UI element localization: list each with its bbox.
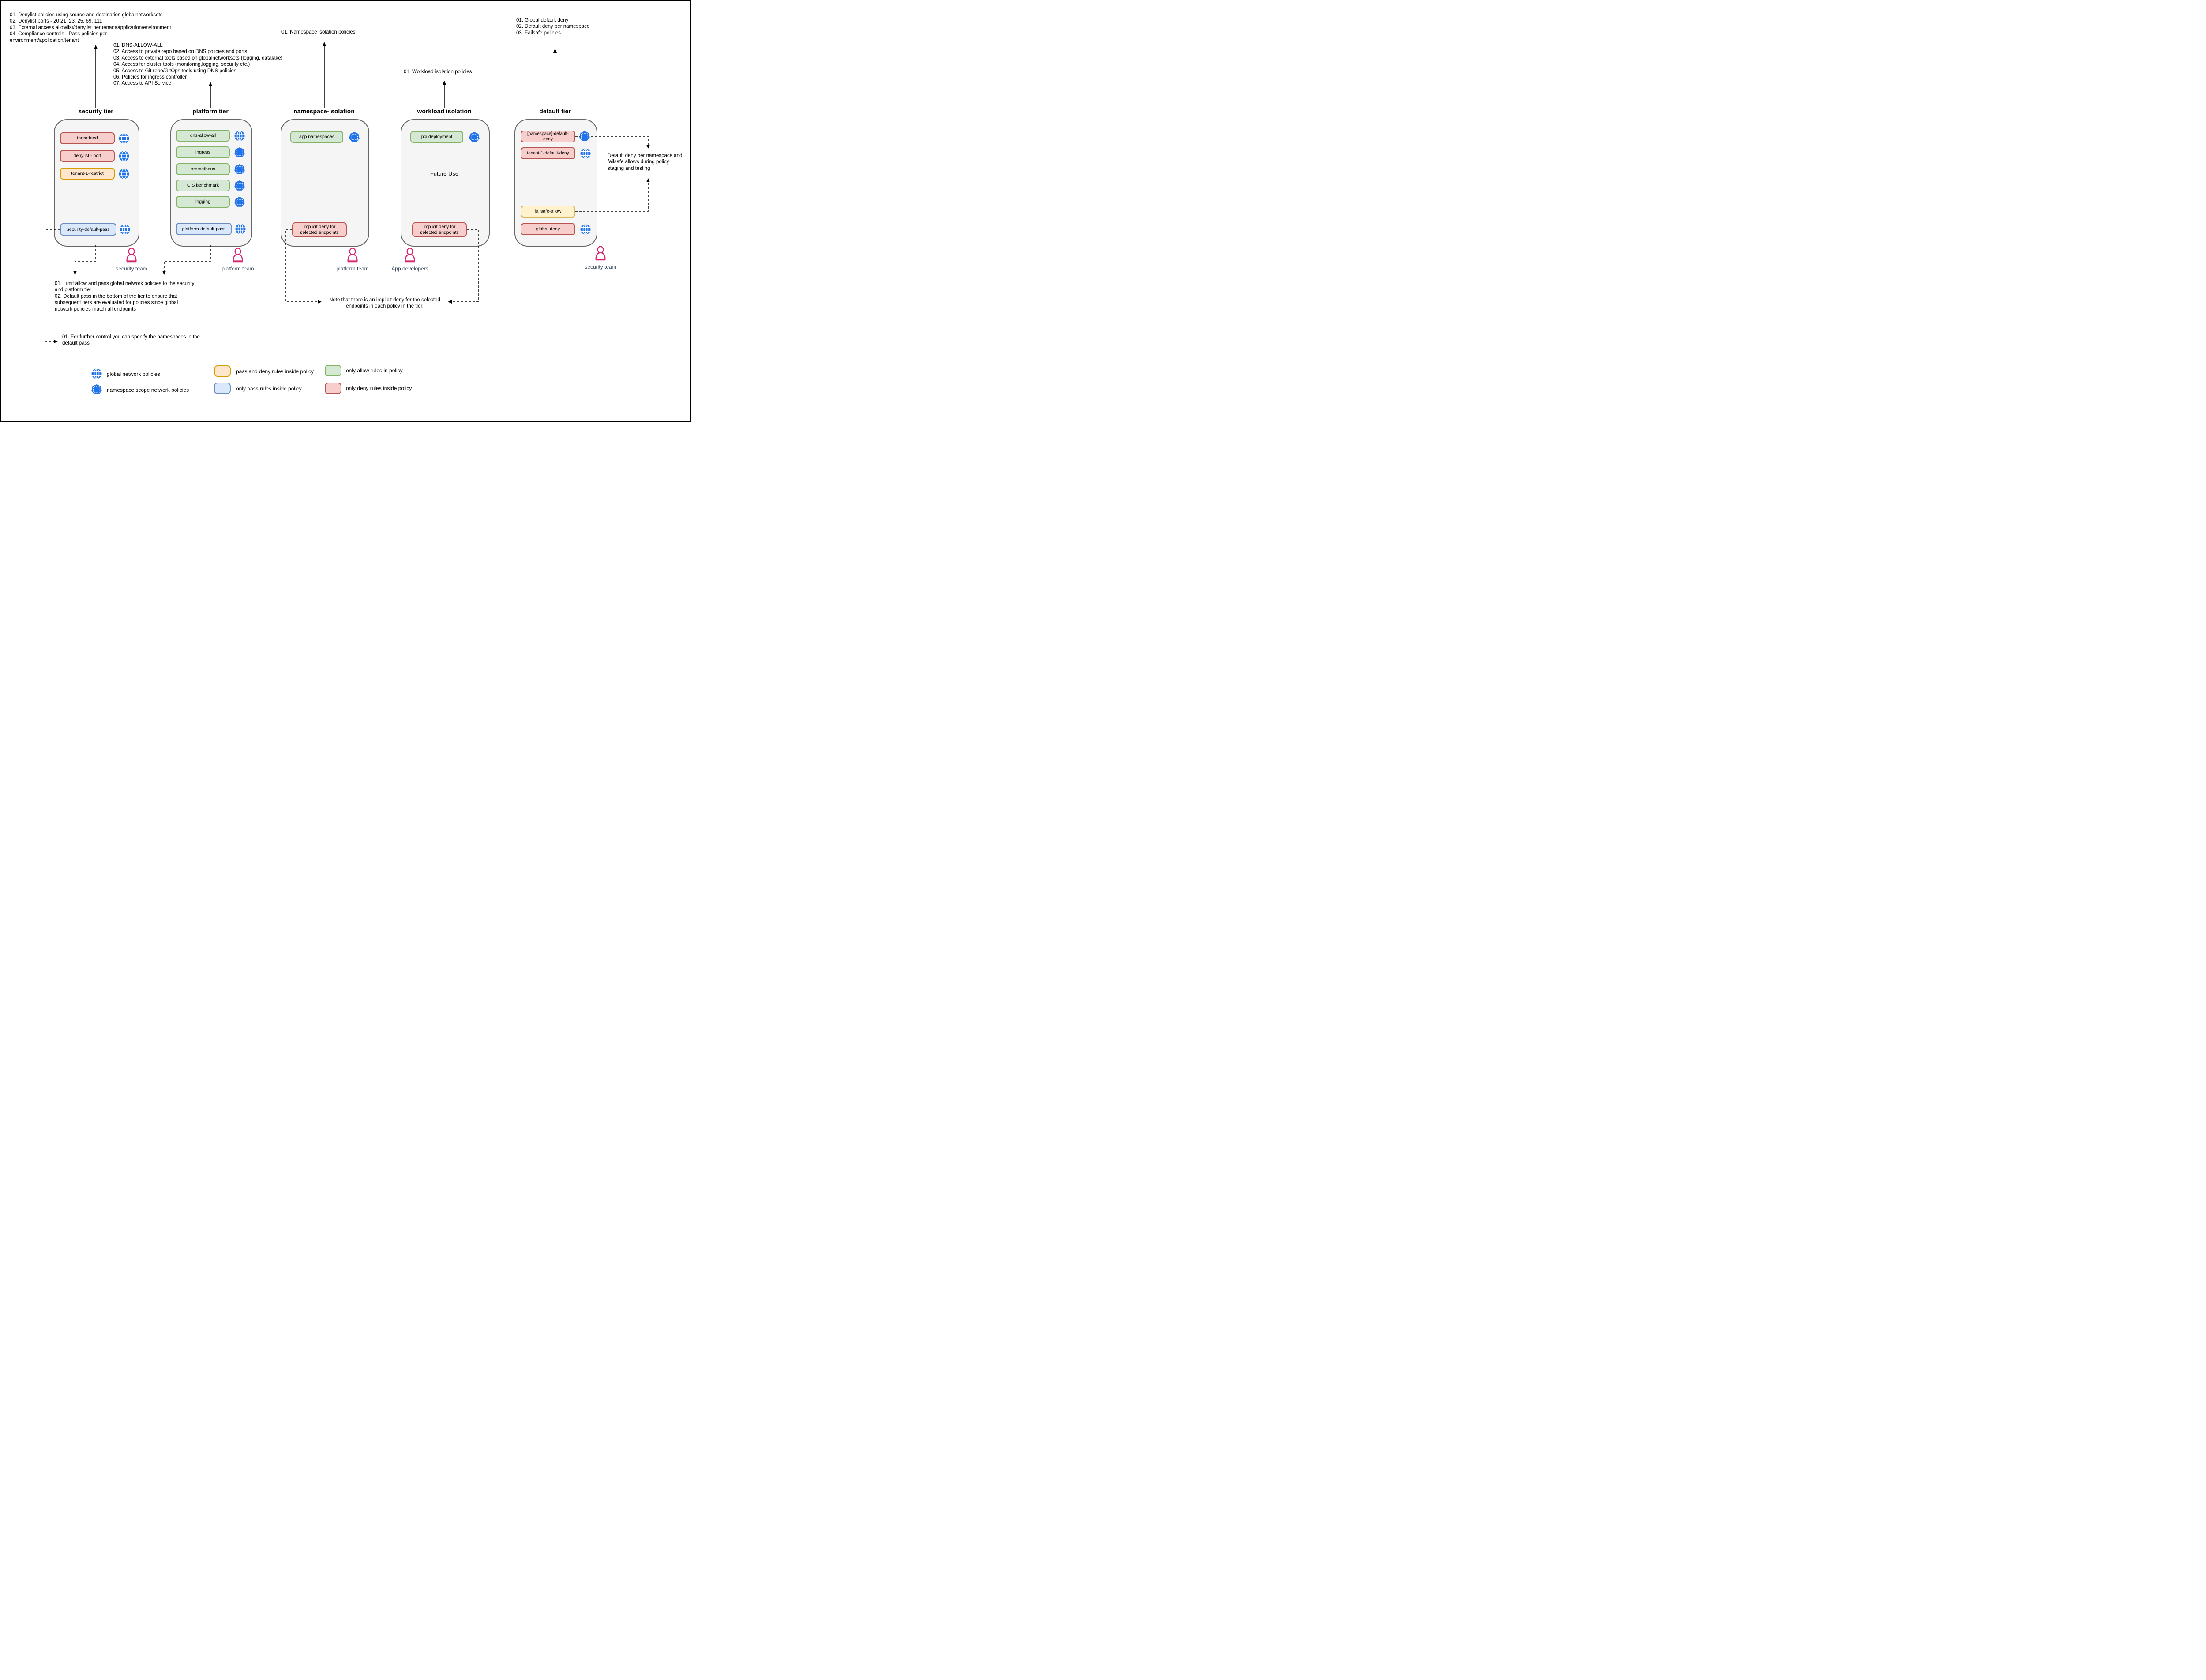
policy-logging: logging (176, 196, 230, 208)
team-label-platform-2: platform team (336, 266, 369, 272)
globe-icon (580, 148, 591, 159)
namespace-policy-icon (579, 131, 590, 141)
team-label-platform: platform team (221, 266, 254, 272)
globe-icon (119, 169, 129, 179)
legend-swatch-allow (325, 365, 341, 376)
person-icon (347, 248, 358, 262)
namespace-policy-icon (469, 132, 480, 142)
note-default-tier-policies: 01. Global default deny 02. Default deny… (516, 18, 590, 36)
note-staging-testing: Default deny per namespace and failsafe … (608, 153, 683, 171)
globe-icon (120, 224, 130, 235)
namespace-policy-icon (234, 164, 245, 174)
tier-title-namespace-isolation: namespace-isolation (293, 108, 355, 115)
legend-namespace-scope-policies: namespace scope network policies (107, 387, 189, 393)
legend-swatch-deny (325, 382, 341, 394)
policy-ingress: ingress (176, 146, 230, 158)
note-security-tier-policies: 01. Denylist policies using source and d… (10, 12, 171, 43)
policy-security-default-pass: security-default-pass (60, 223, 116, 236)
person-icon (126, 248, 137, 262)
globe-icon (119, 151, 129, 161)
future-use-label: Future Use (430, 170, 459, 177)
globe-icon (119, 133, 129, 144)
policy-failsafe-allow: failsafe-allow (521, 206, 575, 218)
network-policy-tiers-diagram: 01. Denylist policies using source and d… (0, 0, 691, 422)
legend-allow-label: only allow rules in policy (346, 368, 403, 374)
tier-title-platform: platform tier (192, 108, 229, 115)
namespace-policy-icon (234, 147, 245, 158)
note-implicit-deny: Note that there is an implicit deny for … (329, 297, 440, 309)
globe-icon (580, 224, 591, 235)
team-label-security-2: security team (585, 264, 616, 270)
tier-title-security: security tier (78, 108, 113, 115)
team-label-app-developers: App developers (391, 266, 428, 272)
policy-tenant-1-default-deny: tenant-1-default-deny (521, 147, 575, 159)
policy-prometheus: prometheus (176, 163, 230, 175)
note-workload-isolation-policies: 01. Workload isolation policies (404, 69, 472, 75)
globe-icon (91, 368, 102, 379)
note-namespace-isolation-policies: 01. Namespace isolation policies (281, 30, 356, 35)
policy-dns-allow-all: dns-allow-all (176, 130, 230, 142)
dashed-platform-tier-to-limit-note (162, 245, 211, 275)
note-platform-tier-policies: 01. DNS-ALLOW-ALL 02. Access to private … (113, 43, 283, 86)
legend-deny-label: only deny rules inside policy (346, 385, 412, 391)
policy-tenant-1-restrict: tenant-1-restrict (60, 168, 115, 180)
policy-global-deny: global-deny (521, 223, 575, 235)
namespace-policy-icon (349, 132, 360, 142)
legend-swatch-pass-deny (214, 365, 231, 377)
note-limit-allow-pass: 01. Limit allow and pass global network … (55, 281, 195, 312)
policy-namespace-implicit-deny: implicit deny for selected endpoints (292, 222, 347, 237)
legend-global-network-policies: global network policies (107, 371, 160, 377)
note-further-control: 01. For further control you can specify … (62, 334, 200, 346)
policy-workload-implicit-deny: implicit deny for selected endpoints (412, 222, 467, 237)
namespace-policy-icon (234, 197, 245, 207)
policy-platform-default-pass: platform-default-pass (176, 223, 232, 235)
policy-pci-deployment: pci deployment (410, 131, 463, 143)
legend-swatch-pass (214, 382, 231, 394)
tier-title-default: default tier (539, 108, 571, 115)
namespace-policy-icon (91, 384, 102, 394)
policy-threatfeed: threatfeed (60, 132, 115, 144)
person-icon (595, 246, 606, 261)
person-icon (233, 248, 243, 262)
legend-pass-deny-label: pass and deny rules inside policy (236, 368, 314, 375)
namespace-policy-icon (234, 180, 245, 191)
policy-namespace-default-deny: [namespace]-default-deny (521, 131, 575, 142)
globe-icon (235, 224, 246, 234)
dashed-security-tier-to-limit-note (73, 245, 96, 275)
person-icon (405, 248, 415, 262)
policy-denylist-port: denylist - port (60, 150, 115, 162)
globe-icon (234, 131, 245, 141)
policy-app-namespaces: app namespaces (290, 131, 343, 143)
policy-cis-benchmark: CIS benchmark (176, 180, 230, 191)
team-label-security: security team (116, 266, 147, 272)
legend-pass-label: only pass rules inside policy (236, 386, 302, 392)
tier-title-workload-isolation: workload isolation (417, 108, 472, 115)
